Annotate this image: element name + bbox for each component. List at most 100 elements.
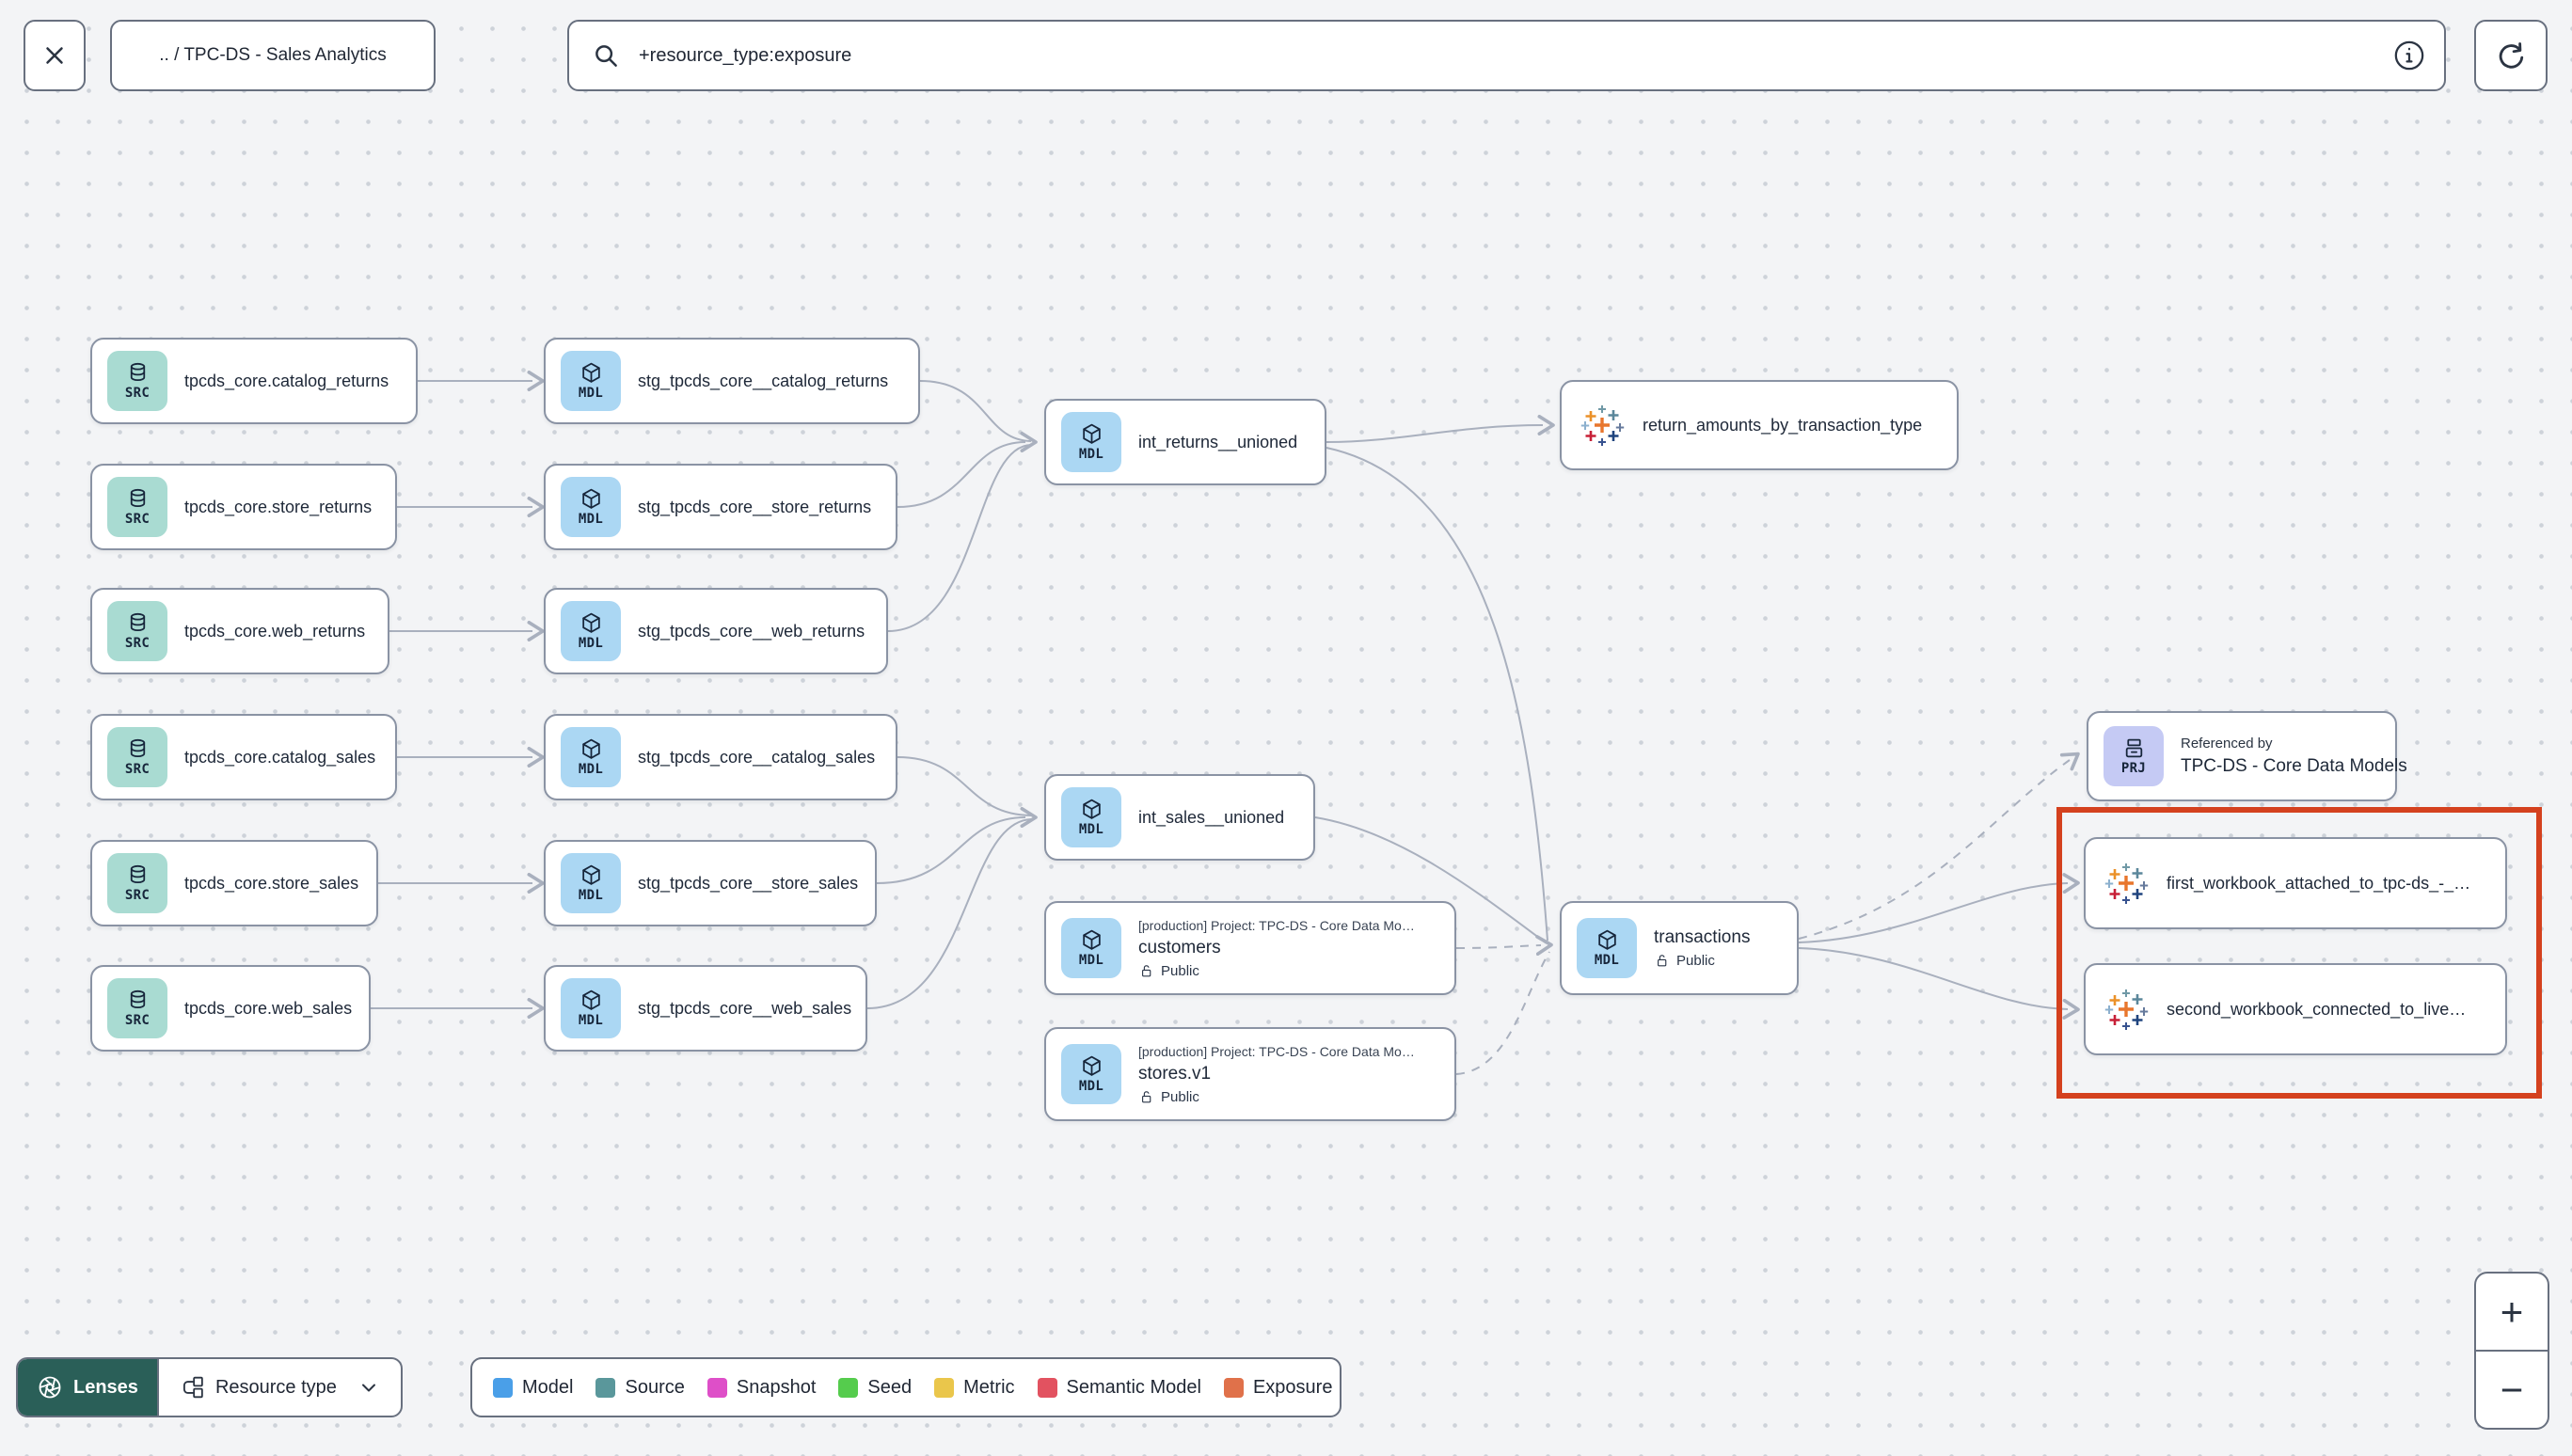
project-badge: PRJ — [2104, 726, 2164, 786]
model-color-chip — [493, 1377, 513, 1398]
model-name: customers — [1138, 937, 1221, 957]
resource-type-label: Resource type — [214, 1376, 337, 1398]
semantic-model-color-chip — [1037, 1377, 1057, 1398]
node-model-transactions[interactable]: MDL transactions Public — [1560, 901, 1799, 995]
model-badge: MDL — [1061, 918, 1121, 978]
model-cube-icon — [1596, 928, 1619, 952]
node-model-stg-tpcds-core-web-sales[interactable]: MDL stg_tpcds_core__web_sales — [544, 965, 867, 1052]
model-cube-icon — [579, 487, 603, 511]
node-exposure-return-amounts-by-transaction-type[interactable]: return_amounts_by_transaction_type — [1560, 380, 1959, 470]
lock-open-icon — [1138, 1089, 1154, 1105]
node-exposure-second-workbook[interactable]: second_workbook_connected_to_live… — [2084, 963, 2507, 1055]
node-source-tpcds-core-web-returns[interactable]: SRC tpcds_core.web_returns — [90, 588, 389, 674]
lenses-label: Lenses — [73, 1376, 138, 1398]
chevron-down-icon — [357, 1376, 380, 1399]
model-badge: MDL — [561, 601, 621, 661]
model-name: stores.v1 — [1138, 1063, 1212, 1084]
legend-item-metric: Metric — [934, 1377, 1015, 1399]
model-cube-icon — [579, 361, 603, 385]
zoom-controls: + − — [2474, 1272, 2549, 1430]
legend-item-source: Source — [595, 1377, 685, 1399]
legend-item-snapshot: Snapshot — [707, 1377, 816, 1399]
model-badge: MDL — [561, 853, 621, 913]
breadcrumb-label: .. / TPC-DS - Sales Analytics — [159, 45, 387, 65]
node-model-stg-tpcds-core-store-returns[interactable]: MDL stg_tpcds_core__store_returns — [544, 464, 897, 550]
tableau-icon — [2104, 987, 2150, 1032]
snapshot-color-chip — [707, 1377, 727, 1398]
model-badge: MDL — [1577, 918, 1637, 978]
resource-type-dropdown[interactable]: Resource type — [156, 1359, 401, 1416]
search-bar[interactable] — [567, 20, 2446, 91]
node-model-int-returns-unioned[interactable]: MDL int_returns__unioned — [1044, 399, 1326, 485]
model-cube-icon — [1080, 928, 1103, 952]
legend-item-semantic-model: Semantic Model — [1037, 1377, 1201, 1399]
exposure-color-chip — [1223, 1377, 1244, 1398]
model-name: transactions — [1654, 927, 1751, 947]
source-badge: SRC — [107, 477, 167, 537]
node-source-tpcds-core-store-returns[interactable]: SRC tpcds_core.store_returns — [90, 464, 397, 550]
node-source-tpcds-core-store-sales[interactable]: SRC tpcds_core.store_sales — [90, 840, 378, 926]
database-icon — [126, 487, 150, 511]
lock-open-icon — [1138, 963, 1154, 979]
metric-color-chip — [934, 1377, 955, 1398]
node-source-tpcds-core-catalog-sales[interactable]: SRC tpcds_core.catalog_sales — [90, 714, 397, 800]
legend-item-exposure: Exposure — [1223, 1377, 1332, 1399]
exposure-highlight-box — [2056, 807, 2542, 1099]
zoom-in-button[interactable]: + — [2476, 1274, 2548, 1352]
resource-type-icon — [180, 1375, 204, 1400]
source-badge: SRC — [107, 853, 167, 913]
node-model-stg-tpcds-core-store-sales[interactable]: MDL stg_tpcds_core__store_sales — [544, 840, 877, 926]
model-cube-icon — [579, 989, 603, 1012]
node-exposure-first-workbook[interactable]: first_workbook_attached_to_tpc-ds_-_… — [2084, 837, 2507, 929]
legend-item-model: Model — [493, 1377, 573, 1399]
model-badge: MDL — [1061, 1044, 1121, 1104]
tableau-icon — [2104, 861, 2150, 906]
project-name: TPC-DS - Core Data Models — [2181, 756, 2407, 776]
refresh-button[interactable] — [2474, 20, 2548, 91]
close-button[interactable] — [24, 20, 86, 91]
database-icon — [126, 611, 150, 635]
node-model-stores-v1[interactable]: MDL [production] Project: TPC-DS - Core … — [1044, 1027, 1456, 1121]
source-badge: SRC — [107, 978, 167, 1038]
seed-color-chip — [838, 1377, 859, 1398]
access-row: Public — [1654, 953, 1750, 969]
model-cube-icon — [579, 737, 603, 761]
model-cube-icon — [1080, 1054, 1103, 1078]
node-model-stg-tpcds-core-web-returns[interactable]: MDL stg_tpcds_core__web_returns — [544, 588, 888, 674]
node-project-referenced-by[interactable]: PRJ Referenced by TPC-DS - Core Data Mod… — [2087, 711, 2407, 801]
model-cube-icon — [579, 611, 603, 635]
project-line: [production] Project: TPC-DS - Core Data… — [1138, 917, 1415, 933]
resource-type-legend: Model Source Snapshot Seed Metric Semant… — [470, 1357, 1342, 1417]
zoom-out-button[interactable]: − — [2500, 1367, 2524, 1412]
model-badge: MDL — [561, 477, 621, 537]
node-model-customers[interactable]: MDL [production] Project: TPC-DS - Core … — [1044, 901, 1456, 995]
model-cube-icon — [1080, 798, 1103, 821]
node-model-int-sales-unioned[interactable]: MDL int_sales__unioned — [1044, 774, 1315, 861]
referenced-by-title: Referenced by — [2181, 736, 2273, 752]
node-model-stg-tpcds-core-catalog-returns[interactable]: MDL stg_tpcds_core__catalog_returns — [544, 338, 920, 424]
node-source-tpcds-core-web-sales[interactable]: SRC tpcds_core.web_sales — [90, 965, 371, 1052]
model-cube-icon — [579, 863, 603, 887]
model-badge: MDL — [561, 978, 621, 1038]
project-line: [production] Project: TPC-DS - Core Data… — [1138, 1043, 1415, 1059]
source-badge: SRC — [107, 727, 167, 787]
lenses-button[interactable]: Lenses — [18, 1359, 157, 1416]
breadcrumb[interactable]: .. / TPC-DS - Sales Analytics — [110, 20, 436, 91]
model-cube-icon — [1080, 422, 1103, 446]
database-icon — [126, 737, 150, 761]
node-model-stg-tpcds-core-catalog-sales[interactable]: MDL stg_tpcds_core__catalog_sales — [544, 714, 897, 800]
source-badge: SRC — [107, 351, 167, 411]
model-badge: MDL — [561, 727, 621, 787]
model-badge: MDL — [561, 351, 621, 411]
model-badge: MDL — [1061, 412, 1121, 472]
search-input[interactable] — [637, 43, 2378, 68]
database-icon — [126, 863, 150, 887]
database-icon — [126, 989, 150, 1012]
database-icon — [126, 361, 150, 385]
lenses-control: Lenses Resource type — [16, 1357, 403, 1417]
tableau-icon — [1580, 403, 1626, 448]
node-source-tpcds-core-catalog-returns[interactable]: SRC tpcds_core.catalog_returns — [90, 338, 418, 424]
